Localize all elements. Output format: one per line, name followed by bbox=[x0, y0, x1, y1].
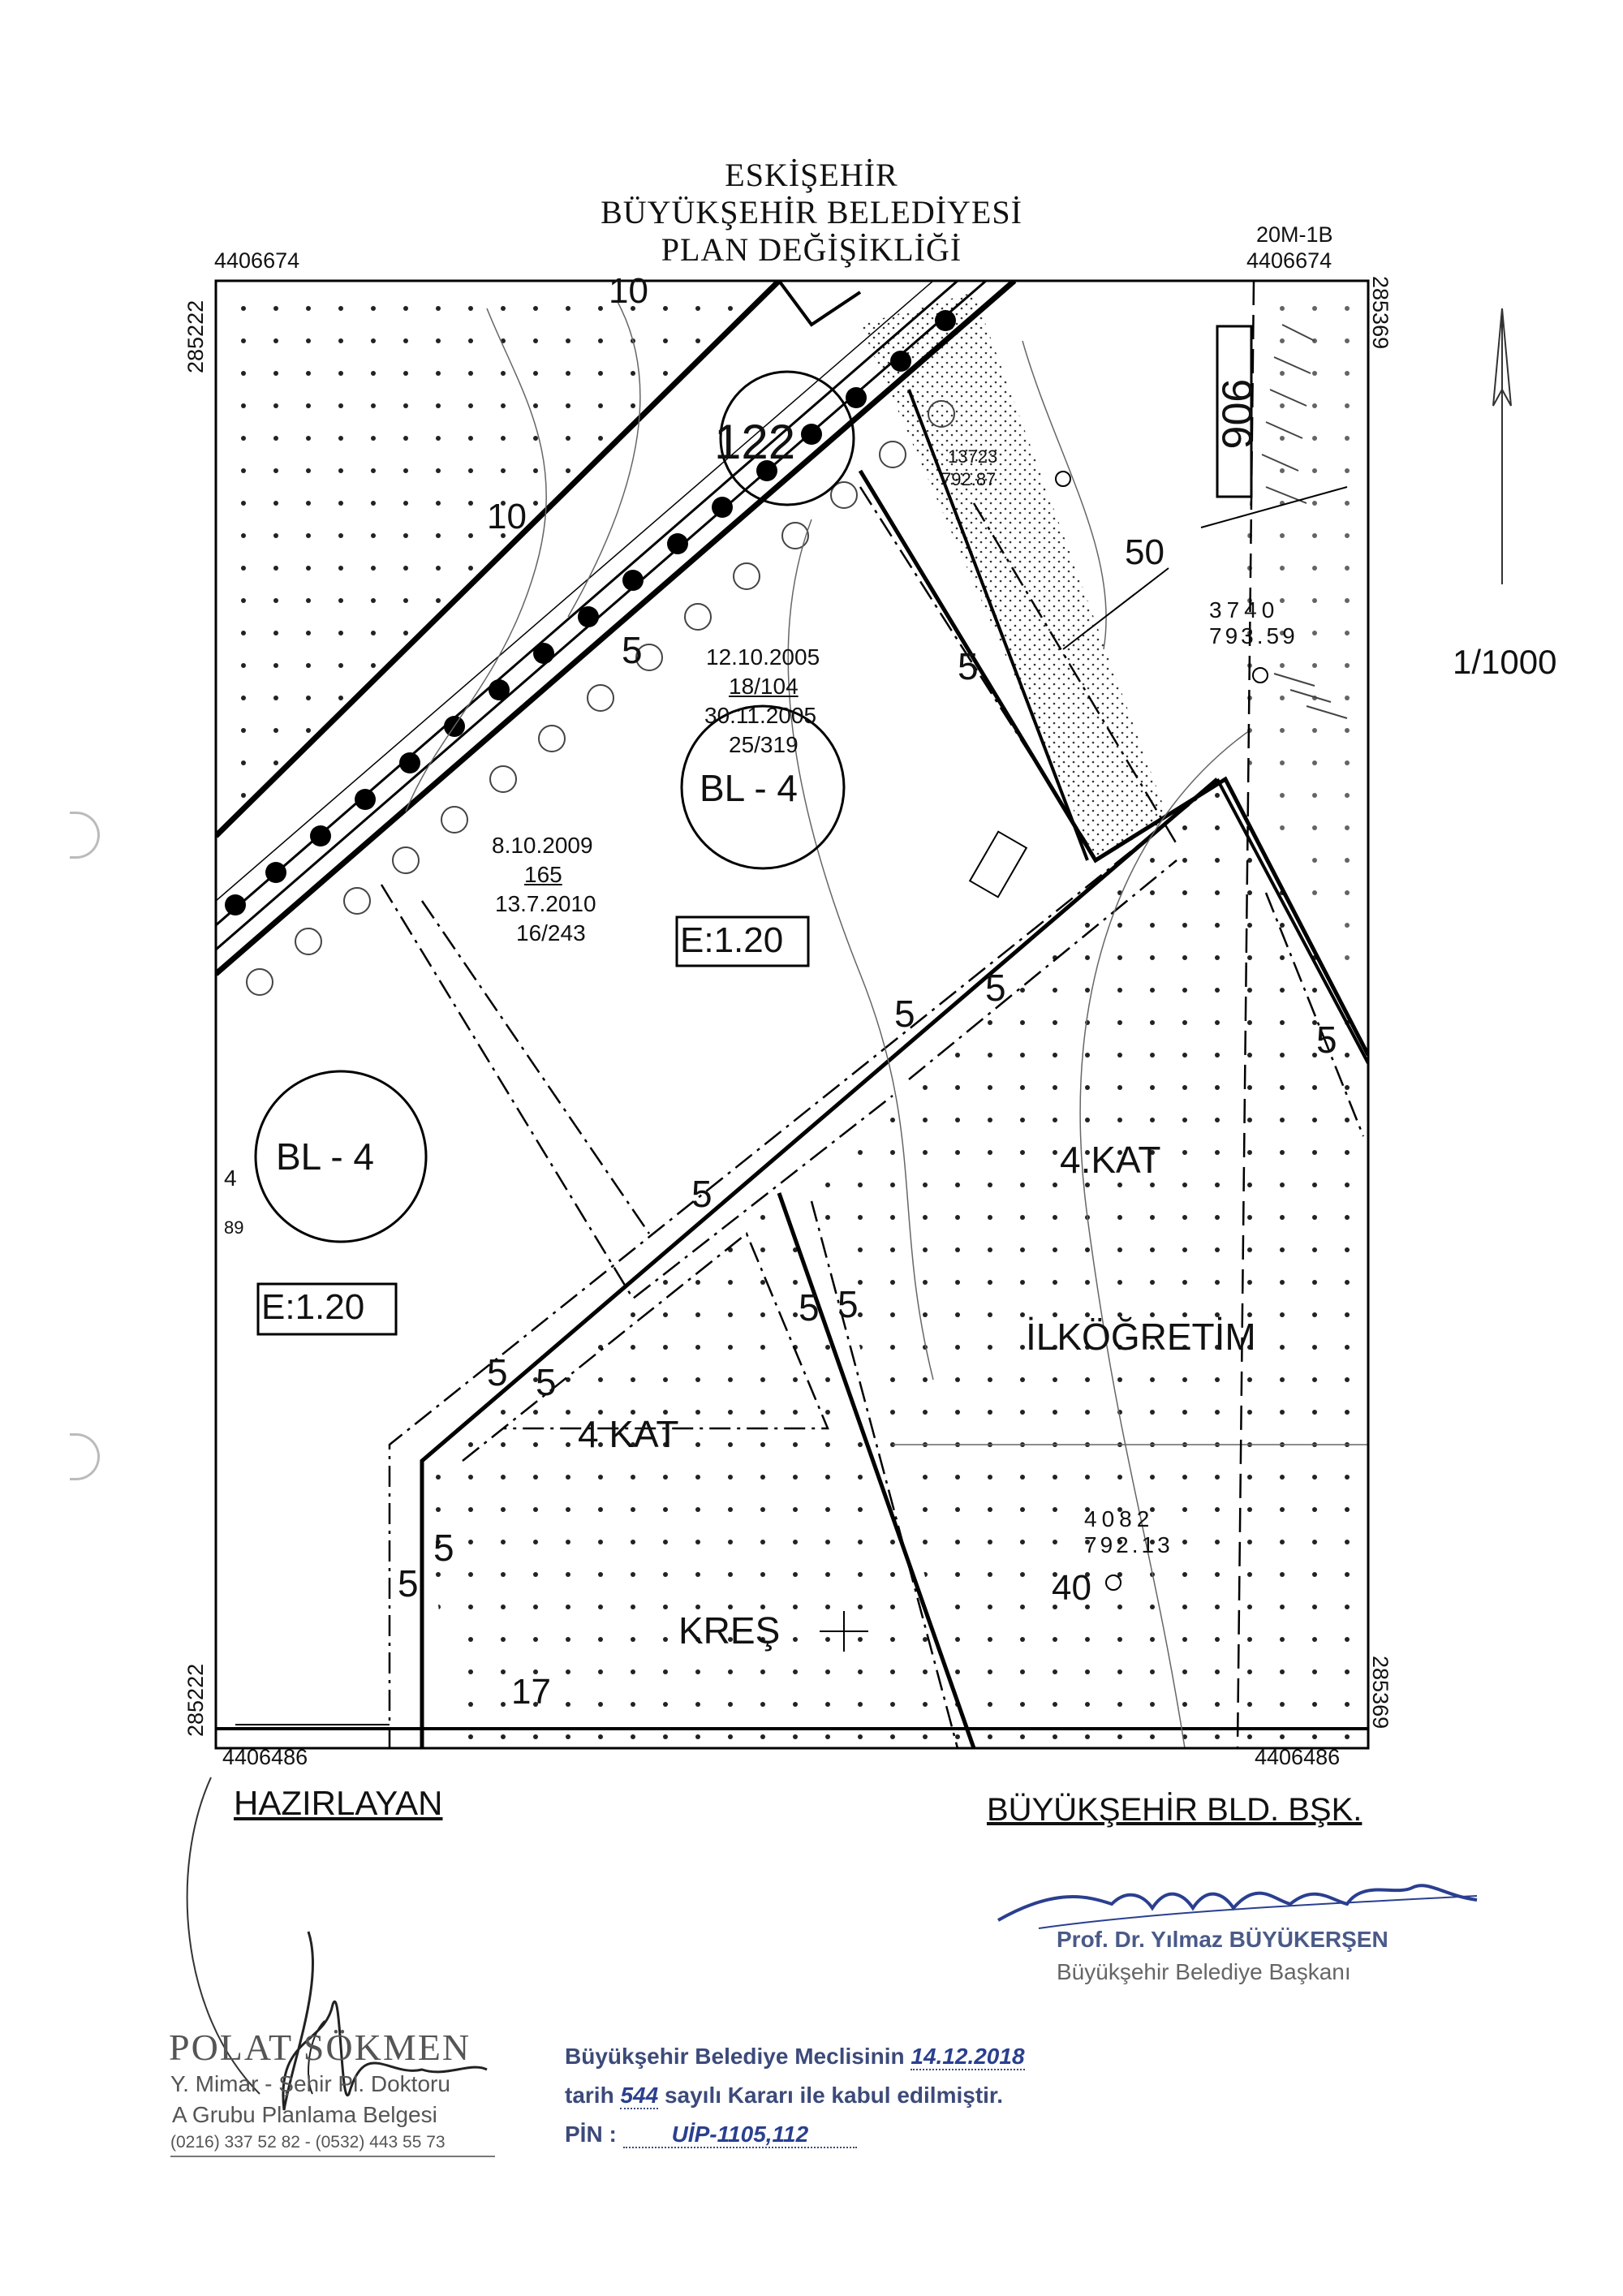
decision-no-b1: 165 bbox=[524, 862, 562, 887]
council-approval-line2: tarih 544 sayılı Kararı ile kabul edilmi… bbox=[565, 2083, 1003, 2109]
zone-b-label: BL - 4 bbox=[276, 1135, 375, 1178]
decision-suffix: sayılı Kararı ile kabul edilmiştir. bbox=[664, 2083, 1004, 2108]
density-b-label: E:1.20 bbox=[261, 1287, 365, 1327]
road-width-top: 10 bbox=[609, 271, 648, 311]
floor-count-kindergarten: 4 KAT bbox=[578, 1413, 679, 1455]
decision-prefix: tarih bbox=[565, 2083, 614, 2108]
council-date: 14.12.2018 bbox=[911, 2044, 1025, 2070]
parcel-122-label: 122 bbox=[714, 415, 796, 469]
pin-line: PİN : UİP-1105,112 bbox=[565, 2122, 858, 2148]
elevation-3-point: 13723 bbox=[948, 446, 998, 467]
road-width-left: 10 bbox=[487, 497, 527, 536]
punch-hole-top bbox=[70, 812, 100, 859]
land-use-school: İLKÖĞRETİM bbox=[1026, 1316, 1256, 1358]
mayor-signature-icon bbox=[997, 1884, 1478, 1929]
coord-left-bottom: 285222 bbox=[183, 1663, 208, 1737]
pin-value: UİP-1105,112 bbox=[622, 2122, 858, 2148]
elevation-1-value: 793.59 bbox=[1209, 623, 1298, 648]
dotted-zone-school bbox=[812, 779, 1368, 1748]
decision-number: 544 bbox=[620, 2083, 659, 2109]
decision-date-b1: 8.10.2009 bbox=[492, 833, 593, 858]
setback-6: 5 bbox=[691, 1173, 712, 1215]
preparer-heading: HAZIRLAYAN bbox=[234, 1784, 443, 1822]
mayor-title: Büyükşehir Belediye Başkanı bbox=[1057, 1959, 1351, 1984]
partial-label-b: 89 bbox=[224, 1217, 244, 1238]
elevation-3-value: 792.87 bbox=[941, 469, 997, 489]
header-title-line1: ESKİŞEHİR bbox=[725, 157, 898, 193]
coord-top-left: 4406674 bbox=[214, 248, 300, 273]
decision-date-b2: 13.7.2010 bbox=[495, 891, 596, 916]
setback-9: 5 bbox=[487, 1351, 508, 1394]
preparer-stamp-rule bbox=[170, 2156, 495, 2157]
preparer-phone: (0216) 337 52 82 - (0532) 443 55 73 bbox=[170, 2133, 446, 2152]
elevation-2-point: 4082 bbox=[1084, 1506, 1155, 1531]
coord-left-top: 285222 bbox=[183, 299, 208, 373]
setback-7: 5 bbox=[799, 1286, 820, 1329]
punch-hole-bottom bbox=[70, 1433, 100, 1480]
zone-a-label: BL - 4 bbox=[700, 767, 799, 809]
map-scale: 1/1000 bbox=[1453, 643, 1557, 681]
north-arrow-icon bbox=[1492, 308, 1512, 584]
parcel-906-label: 906 bbox=[1212, 378, 1260, 450]
setback-10: 5 bbox=[536, 1361, 557, 1403]
mayor-name: Prof. Dr. Yılmaz BÜYÜKERŞEN bbox=[1057, 1927, 1388, 1952]
coord-top-right: 4406674 bbox=[1246, 248, 1332, 273]
council-prefix: Büyükşehir Belediye Meclisinin bbox=[565, 2044, 905, 2069]
setback-2: 5 bbox=[958, 645, 979, 687]
dotted-zone-top-right bbox=[1233, 281, 1368, 1014]
plan-map bbox=[214, 279, 1370, 1750]
header-title-line3: PLAN DEĞİŞİKLİĞİ bbox=[661, 231, 962, 268]
setback-3: 5 bbox=[894, 993, 915, 1035]
mayor-heading: BÜYÜKŞEHİR BLD. BŞK. bbox=[987, 1792, 1363, 1828]
preparer-signature-icon bbox=[186, 1777, 488, 2111]
decision-no-a1: 18/104 bbox=[729, 674, 799, 699]
elevation-1-point: 3740 bbox=[1209, 597, 1280, 622]
preparer-title: Y. Mimar - Şehir Pl. Doktoru bbox=[170, 2071, 450, 2096]
setback-8: 5 bbox=[837, 1283, 859, 1325]
dotted-zone-kindergarten bbox=[422, 1193, 974, 1748]
density-a-label: E:1.20 bbox=[680, 920, 784, 960]
council-approval-line1: Büyükşehir Belediye Meclisinin 14.12.201… bbox=[565, 2044, 1025, 2070]
pin-label: PİN : bbox=[565, 2122, 617, 2147]
preparer-name: POLAT SÖKMEN bbox=[169, 2027, 471, 2068]
decision-date-a2: 30.11.2005 bbox=[704, 703, 817, 728]
setback-5: 5 bbox=[1316, 1019, 1337, 1061]
road-width-17: 17 bbox=[511, 1672, 551, 1712]
decision-date-a1: 12.10.2005 bbox=[706, 644, 820, 670]
land-use-kindergarten: KREŞ bbox=[678, 1609, 781, 1652]
sheet-id: 20M-1B bbox=[1256, 222, 1333, 247]
header-title-line2: BÜYÜKŞEHİR BELEDİYESİ bbox=[601, 194, 1022, 230]
preparer-certificate: A Grubu Planlama Belgesi bbox=[172, 2102, 437, 2127]
partial-label-a: 4 bbox=[224, 1165, 237, 1191]
decision-no-b2: 16/243 bbox=[516, 920, 586, 946]
elevation-2-value: 792.13 bbox=[1084, 1532, 1173, 1557]
decision-no-a2: 25/319 bbox=[729, 732, 799, 757]
setback-4: 5 bbox=[985, 967, 1006, 1009]
stippled-green-band bbox=[860, 292, 1169, 860]
road-width-40: 40 bbox=[1052, 1568, 1091, 1608]
setback-11: 5 bbox=[433, 1527, 454, 1569]
setback-1: 5 bbox=[622, 629, 643, 671]
road-width-50: 50 bbox=[1125, 532, 1165, 572]
floor-count-school: 4.KAT bbox=[1060, 1139, 1161, 1181]
setback-12: 5 bbox=[398, 1562, 419, 1605]
